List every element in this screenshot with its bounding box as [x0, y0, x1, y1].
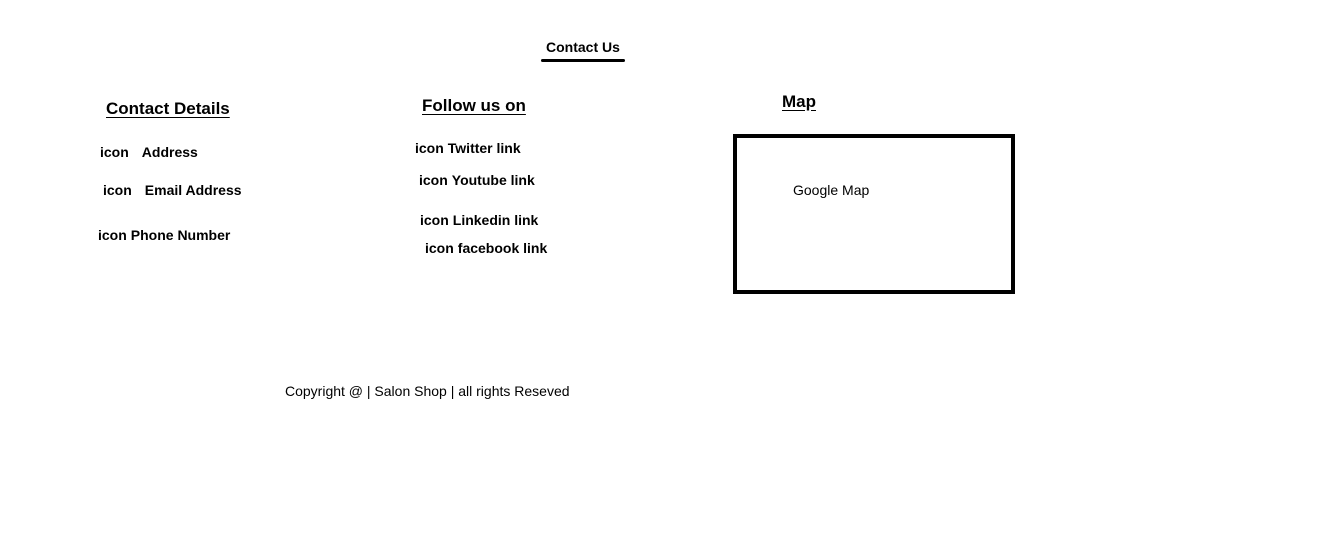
page-title: Contact Us: [546, 39, 620, 55]
twitter-icon: icon: [415, 140, 444, 156]
follow-heading: Follow us on: [422, 96, 526, 115]
map-heading: Map: [782, 92, 816, 111]
contact-email[interactable]: icon Email Address: [103, 182, 242, 198]
map-placeholder-label: Google Map: [793, 182, 870, 198]
contact-address[interactable]: icon Address: [100, 144, 198, 160]
google-map-embed[interactable]: Google Map: [733, 134, 1015, 294]
contact-details-heading: Contact Details: [106, 99, 230, 118]
email-icon: icon: [103, 182, 132, 198]
linkedin-link-label: Linkedin link: [452, 212, 539, 228]
youtube-icon: icon: [419, 172, 448, 188]
twitter-link-label: Twitter link: [447, 140, 521, 156]
footer-copyright: Copyright @ | Salon Shop | all rights Re…: [285, 383, 570, 399]
linkedin-icon: icon: [420, 212, 449, 228]
contact-email-label: Email Address: [144, 182, 242, 198]
facebook-link-label: facebook link: [457, 240, 548, 256]
youtube-link-label: Youtube link: [451, 172, 535, 188]
contact-address-label: Address: [141, 144, 198, 160]
facebook-icon: icon: [425, 240, 454, 256]
contact-phone-label: Phone Number: [130, 227, 231, 243]
location-icon: icon: [100, 144, 129, 160]
title-underline: [541, 59, 625, 62]
phone-icon: icon: [98, 227, 127, 243]
